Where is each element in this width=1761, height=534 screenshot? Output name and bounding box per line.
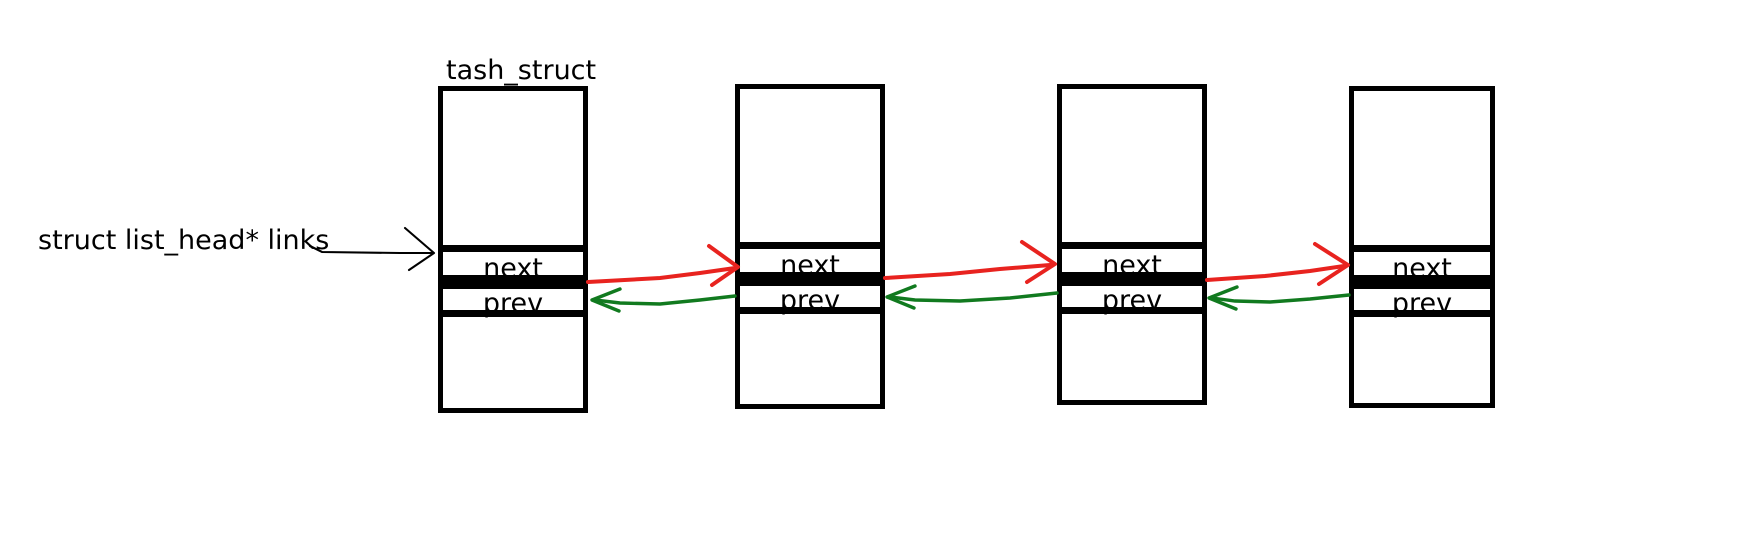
node-2-prev-label: prev [779,285,841,316]
node-4-next-label: next [1392,253,1452,284]
node-3-prev-label: prev [1101,285,1163,316]
node-1-prev-cell: prev [443,282,583,319]
node-2-prev-cell: prev [740,279,880,316]
list-head-pointer-label: struct list_head* links [38,225,330,256]
node-2-next-label: next [780,250,840,281]
struct-title-label: tash_struct [446,55,597,86]
node-3-next-label: next [1102,250,1162,281]
prev-arrow-node4-to-node3 [1207,285,1351,311]
node-1-next-label: next [483,253,543,284]
prev-arrow-node2-to-node1 [590,287,737,313]
node-1-next-cell: next [443,245,583,284]
node-1-prev-label: prev [482,288,544,319]
next-arrow-node3-to-node4 [1205,242,1350,286]
node-4-next-cell: next [1354,245,1490,284]
node-4-prev-cell: prev [1354,282,1490,319]
next-arrow-node2-to-node3 [883,240,1057,284]
prev-arrow-node3-to-node2 [885,284,1059,310]
node-3-prev-cell: prev [1062,279,1202,316]
next-arrow-node1-to-node2 [586,244,740,287]
node-3-next-cell: next [1062,242,1202,281]
node-4-prev-label: prev [1391,288,1453,319]
node-2-next-cell: next [740,242,880,281]
links-pointer-arrow [308,226,436,272]
